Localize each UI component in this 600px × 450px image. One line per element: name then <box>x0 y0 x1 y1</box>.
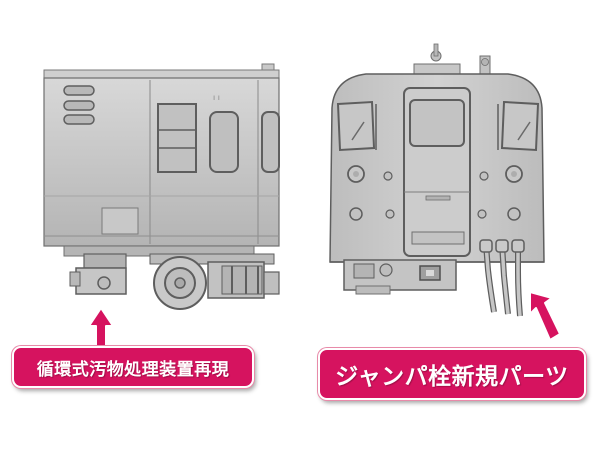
side-view-model: ו ו <box>43 63 280 310</box>
callout-jumper-cable-label: ジャンパ栓新規パーツ <box>318 348 586 400</box>
front-view-model <box>329 43 545 317</box>
callout-waste-tank-label: 循環式汚物処理装置再現 <box>12 346 254 388</box>
arrow-up-left-icon <box>529 291 561 341</box>
svg-text:ו ו: ו ו <box>213 93 220 102</box>
arrow-up-icon <box>88 307 114 347</box>
